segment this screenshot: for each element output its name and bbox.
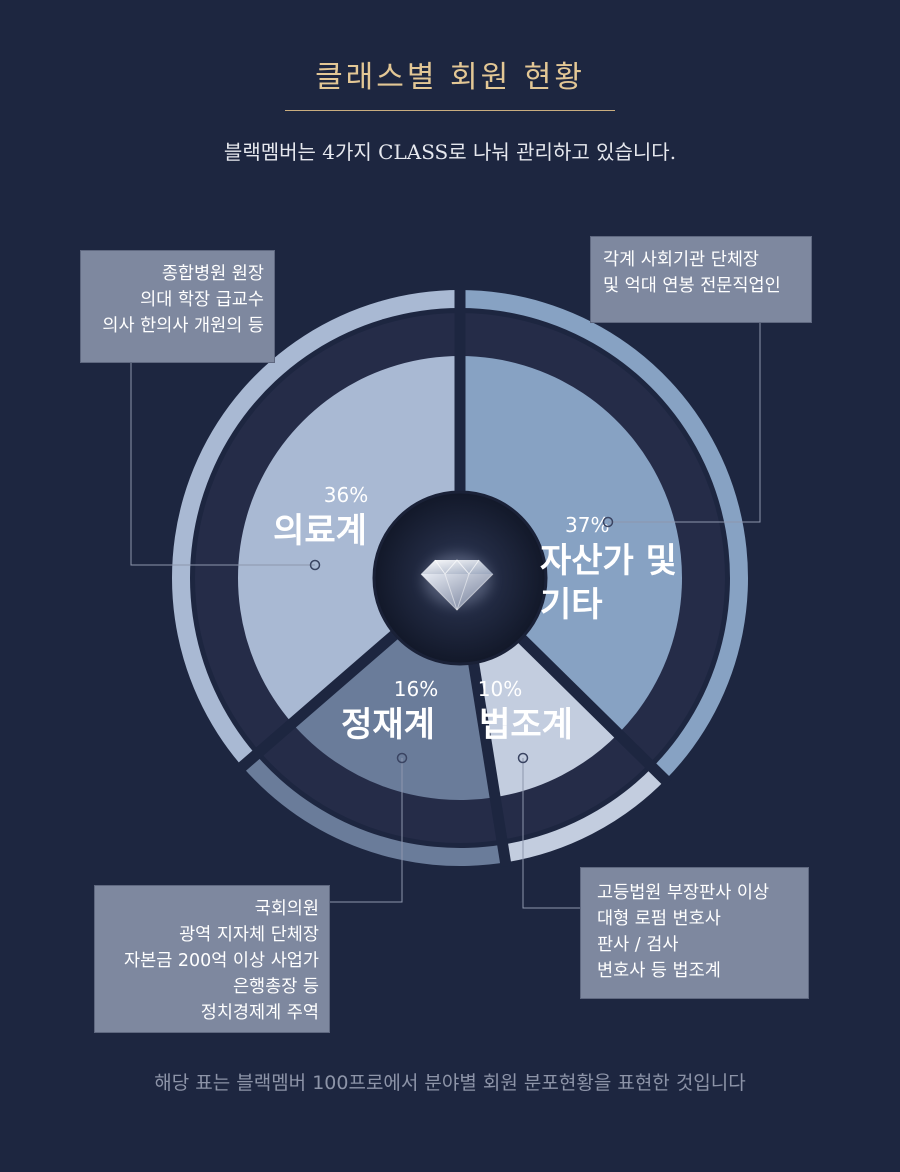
callout-leader-lines <box>130 323 761 909</box>
callout-line: 자본금 200억 이상 사업가 <box>124 951 319 971</box>
slice-percent-politics: 16% <box>394 677 438 701</box>
callout-line: 판사 / 검사 <box>597 935 679 955</box>
slice-label-law: 법조계 <box>479 705 573 745</box>
callout-line: 각계 사회기관 단체장 <box>603 250 760 270</box>
leader-marker-politics <box>396 752 408 764</box>
callout-asset: 각계 사회기관 단체장 및 억대 연봉 전문직업인 <box>590 236 812 323</box>
slice-percent-law: 10% <box>478 677 522 701</box>
callout-line: 대형 로펌 변호사 <box>597 909 721 929</box>
slice-label-politics: 정재계 <box>341 705 435 745</box>
leader-line-politics <box>330 758 403 903</box>
slice-label-medical: 의료계 <box>273 511 367 551</box>
callout-line: 종합병원 원장 <box>161 264 264 284</box>
slice-labels: 37% 자산가 및기타 10% 법조계 16% 정재계 36% 의료계 <box>273 483 677 745</box>
callout-line: 고등법원 부장판사 이상 <box>597 883 770 903</box>
callout-politics: 국회의원 광역 지자체 단체장 자본금 200억 이상 사업가 은행총장 등 정… <box>94 885 330 1033</box>
slice-label-asset: 자산가 및 <box>540 541 677 581</box>
leader-line-medical <box>130 363 315 566</box>
ring-segment-law <box>502 767 666 863</box>
pie-slice-asset <box>460 356 682 734</box>
callout-line: 변호사 등 법조계 <box>597 961 721 981</box>
slice-percent-medical: 36% <box>324 483 368 507</box>
callout-medical: 종합병원 원장 의대 학장 급교수 의사 한의사 개원의 등 <box>80 250 275 363</box>
diamond-icon <box>420 554 494 611</box>
ring-segment-medical <box>171 290 461 767</box>
outer-ring <box>171 290 748 866</box>
footnote: 해당 표는 블랙멤버 100프로에서 분야별 회원 분포현황을 표현한 것입니다 <box>154 1072 746 1094</box>
leader-marker-asset <box>602 516 614 528</box>
pie-slice-medical <box>238 356 460 724</box>
slice-percent-asset: 37% <box>565 513 609 537</box>
ring-segment-asset <box>460 290 748 781</box>
leader-marker-law <box>517 752 529 764</box>
page-title: 클래스별 회원 현황 <box>315 60 585 95</box>
callout-line: 광역 지자체 단체장 <box>179 925 319 945</box>
leader-marker-medical <box>309 559 321 571</box>
callout-line: 정치경제계 주역 <box>200 1003 319 1023</box>
page-subtitle: 블랙멤버는 4가지 CLASS로 나눠 관리하고 있습니다. <box>223 140 677 164</box>
leader-line-law <box>522 758 580 909</box>
leader-line-asset <box>608 323 761 523</box>
callout-line: 의대 학장 급교수 <box>140 290 264 310</box>
slice-label-asset: 기타 <box>540 585 603 625</box>
title-divider <box>285 110 615 111</box>
ring-segment-politics <box>242 754 506 866</box>
callout-line: 의사 한의사 개원의 등 <box>102 316 264 336</box>
callout-line: 및 억대 연봉 전문직업인 <box>603 276 781 296</box>
callout-line: 국회의원 <box>254 899 319 919</box>
callout-line: 은행총장 등 <box>232 977 319 997</box>
callout-law: 고등법원 부장판사 이상 대형 로펌 변호사 판사 / 검사 변호사 등 법조계 <box>580 867 809 999</box>
